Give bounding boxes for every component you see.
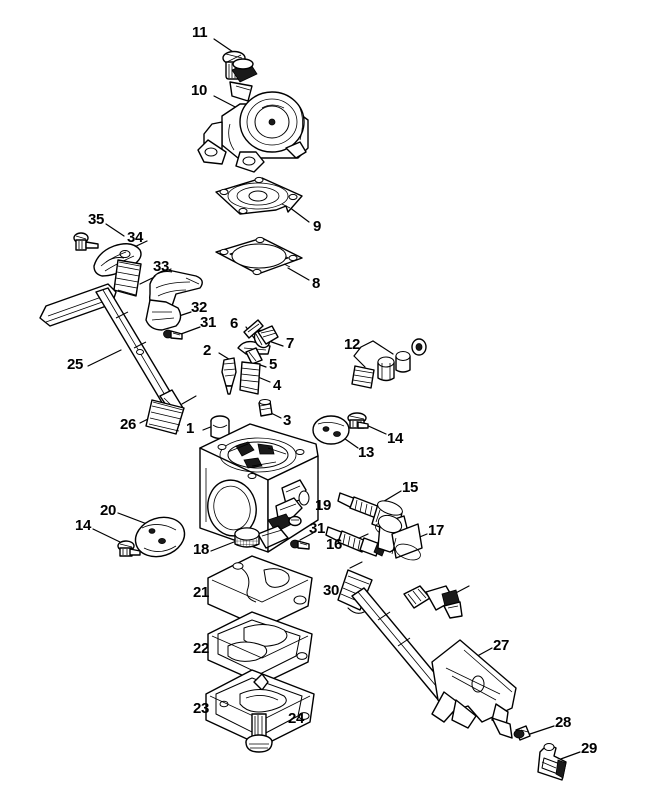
callout-19: 19 — [315, 497, 332, 514]
part-detent-screw — [73, 232, 99, 251]
part-throttle-shaft-kit — [351, 338, 427, 389]
callout-7: 7 — [286, 335, 295, 352]
part-choke-lever — [145, 269, 203, 331]
part-high-speed-needle — [221, 357, 237, 395]
part-nozzle-check-valve — [258, 399, 273, 417]
part-idle-stop-pin-upper — [163, 329, 183, 340]
callout-31-lower: 31 — [309, 520, 326, 537]
part-shutter-screw-right — [347, 412, 369, 429]
callout-10: 10 — [191, 82, 208, 99]
part-pump-cover-screw-left — [117, 540, 141, 557]
part-pump-cover-plate — [134, 516, 186, 558]
part-needle-spring — [239, 361, 261, 395]
part-cover-screw — [245, 713, 273, 753]
part-flange-gasket — [215, 236, 303, 276]
part-choke-lever-spring — [113, 259, 142, 297]
part-throttle-rod-lever — [351, 587, 517, 739]
part-welch-plug — [210, 415, 230, 440]
callout-9: 9 — [313, 218, 322, 235]
callout-3: 3 — [283, 412, 292, 429]
callout-26: 26 — [120, 416, 137, 433]
callout-11: 11 — [192, 24, 208, 41]
callout-24: 24 — [288, 710, 305, 727]
part-metering-diaphragm — [207, 555, 313, 629]
part-fuel-inlet-screen — [234, 527, 260, 548]
callout-32: 32 — [191, 299, 208, 316]
callout-33: 33 — [153, 258, 170, 275]
callout-31: 31 — [200, 314, 217, 331]
callout-18: 18 — [193, 541, 210, 558]
part-intake-manifold-flange — [197, 58, 309, 173]
part-idle-stop-pin-lower — [290, 539, 310, 550]
part-low-speed-adjust-screw — [325, 526, 387, 557]
callout-29: 29 — [581, 740, 598, 757]
part-choke-return-spring — [145, 395, 197, 435]
callout-14-left: 14 — [75, 517, 92, 534]
callout-34: 34 — [127, 229, 144, 246]
callout-28: 28 — [555, 714, 572, 731]
callout-22: 22 — [193, 640, 210, 657]
callout-4: 4 — [273, 377, 282, 394]
callout-21: 21 — [193, 584, 210, 601]
part-flange-diaphragm — [215, 176, 303, 215]
callout-2: 2 — [203, 342, 212, 359]
callout-13: 13 — [358, 444, 375, 461]
callout-15: 15 — [402, 479, 419, 496]
part-inlet-lever-pin — [245, 347, 263, 365]
callout-5: 5 — [269, 356, 278, 373]
callout-25: 25 — [67, 356, 84, 373]
callout-16: 16 — [326, 536, 343, 553]
part-rod-grommet — [537, 743, 567, 781]
part-throttle-shutter-disc — [312, 415, 350, 445]
callout-12: 12 — [344, 336, 361, 353]
part-rod-retainer-screw — [403, 585, 463, 619]
part-idle-speed-screw-seat — [288, 515, 302, 527]
callout-27: 27 — [493, 637, 510, 654]
callout-6: 6 — [230, 315, 239, 332]
callout-35: 35 — [88, 211, 105, 228]
part-lever-screw — [253, 325, 279, 349]
callout-23: 23 — [193, 700, 210, 717]
callout-14: 14 — [387, 430, 404, 447]
part-rod-retainer-clip — [513, 725, 531, 741]
part-metering-cover — [205, 669, 315, 747]
callout-1: 1 — [186, 420, 195, 437]
part-carburetor-body — [199, 423, 319, 553]
part-metering-gasket — [207, 611, 313, 685]
callout-17: 17 — [428, 522, 445, 539]
callout-8: 8 — [312, 275, 321, 292]
callout-20: 20 — [100, 502, 117, 519]
part-limiter-cap — [377, 514, 423, 561]
callout-30: 30 — [323, 582, 340, 599]
